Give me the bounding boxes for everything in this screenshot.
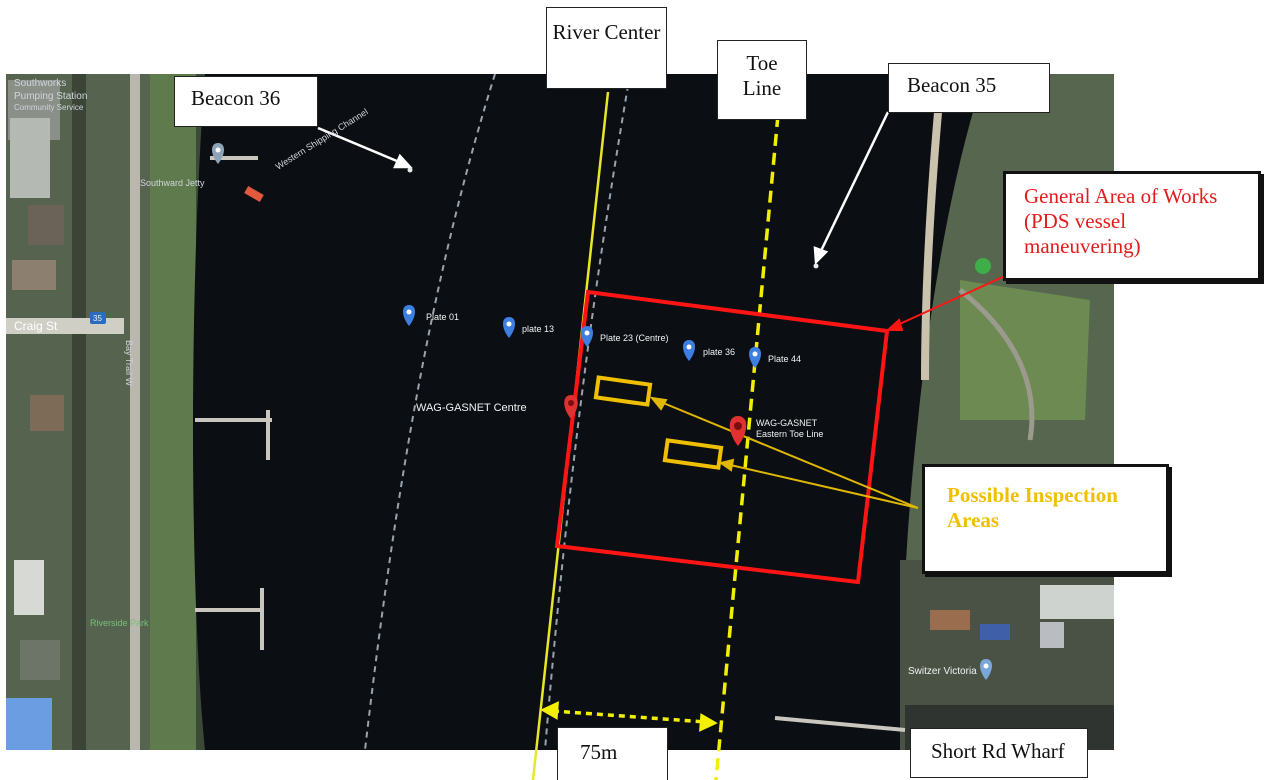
toe-line-callout: Toe Line <box>717 40 807 120</box>
wag-eastern-pin-icon <box>729 416 747 446</box>
pumping-station-label-2: Pumping Station <box>14 91 87 102</box>
route-badge-label: 35 <box>93 314 102 323</box>
channel-east-line <box>544 73 631 751</box>
plate-44-label: Plate 44 <box>768 354 801 364</box>
wag-centre-pin-icon <box>564 395 578 419</box>
plate-23-pin-icon <box>581 326 593 347</box>
inspection-areas-text: Possible Inspection Areas <box>947 483 1118 532</box>
beacon-35-arrow <box>813 111 890 265</box>
beacon-35-callout: Beacon 35 <box>888 63 1050 113</box>
short-rd-wharf-text: Short Rd Wharf <box>931 739 1065 763</box>
river-center-callout: River Center <box>546 7 667 89</box>
beacon-36-marker <box>407 167 413 173</box>
riverside-park-label: Riverside Park <box>90 618 149 628</box>
beacon-36-callout: Beacon 36 <box>174 76 318 127</box>
general-area-arrow <box>885 275 1006 331</box>
plate-13-pin-icon <box>503 317 515 338</box>
pumping-station-label-1: Southworks <box>14 78 66 89</box>
park-marker-icon <box>975 258 991 274</box>
wag-eastern-label-1: WAG-GASNET <box>756 418 818 428</box>
toe-line <box>714 114 780 780</box>
general-area-text: General Area of Works (PDS vessel maneuv… <box>1024 184 1218 258</box>
plate-44-pin-icon <box>749 347 761 368</box>
channel-west-line <box>364 73 496 751</box>
short-rd-wharf-callout: Short Rd Wharf <box>910 728 1088 778</box>
general-works-area <box>554 289 890 585</box>
inspection-areas-callout: Possible Inspection Areas <box>922 464 1169 574</box>
bay-trail-label: Bay Trail W <box>124 340 134 387</box>
toe-line-text: Toe Line <box>742 51 782 100</box>
wag-eastern-label-2: Eastern Toe Line <box>756 429 823 439</box>
beacon-35-text: Beacon 35 <box>907 73 997 97</box>
jetty-pin-icon <box>212 143 224 164</box>
inspection-box-1 <box>593 375 653 407</box>
distance-callout: 75m <box>557 727 668 780</box>
southward-jetty-label: Southward Jetty <box>140 178 205 188</box>
pumping-station-label-3: Community Service <box>14 103 84 112</box>
plate-23-label: Plate 23 (Centre) <box>600 333 669 343</box>
plate-36-pin-icon <box>683 340 695 361</box>
inspection-box-2 <box>662 438 724 470</box>
jetty-marker <box>244 186 264 202</box>
switzer-victoria-label: Switzer Victoria <box>908 666 977 677</box>
plate-13-label: plate 13 <box>522 324 554 334</box>
general-area-callout: General Area of Works (PDS vessel maneuv… <box>1003 171 1261 281</box>
distance-dimension <box>540 701 718 732</box>
river-water <box>192 74 986 750</box>
jetties <box>195 156 906 732</box>
route-badge <box>90 312 106 324</box>
beacon-36-arrow <box>317 126 413 169</box>
west-shore <box>6 74 224 750</box>
wag-centre-label: WAG-GASNET Centre <box>416 402 527 414</box>
switzer-pin-icon <box>980 659 992 680</box>
bay-trail-road <box>130 74 140 750</box>
beacon-35-marker <box>813 263 819 269</box>
beacon-36-text: Beacon 36 <box>191 86 281 110</box>
plate-pins <box>212 143 992 680</box>
inspection-arrows <box>649 396 919 509</box>
river-center-text: River Center <box>552 20 661 44</box>
plate-01-pin-icon <box>403 305 415 326</box>
plate-36-label: plate 36 <box>703 347 735 357</box>
craig-st-label: Craig St <box>14 319 58 333</box>
distance-text: 75m <box>580 740 618 764</box>
plate-01-label: Plate 01 <box>426 312 459 322</box>
blue-roof-building <box>6 698 52 750</box>
